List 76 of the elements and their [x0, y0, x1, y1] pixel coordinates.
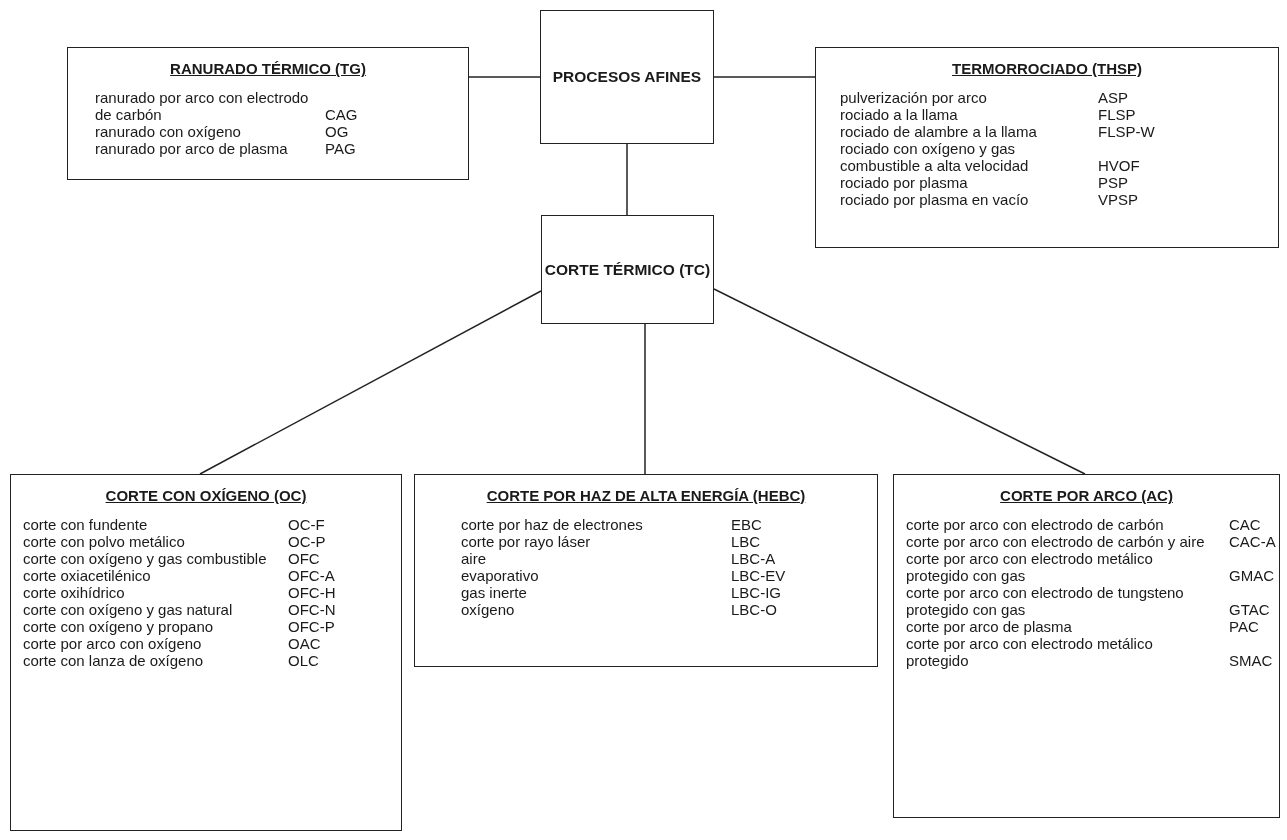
process-name: corte por haz de electrones [461, 516, 644, 533]
process-abbreviation: OAC [288, 635, 322, 652]
box-heading: CORTE POR HAZ DE ALTA ENERGÍA (HEBC) [485, 487, 807, 504]
process-name: corte por arco con electrodo de carbón y aire [906, 533, 1206, 550]
process-abbreviation: LBC-A [731, 550, 777, 567]
process-name: rociado por plasma [840, 174, 969, 191]
connector-line [713, 288, 1086, 475]
process-abbreviation: OFC [288, 550, 321, 567]
process-abbreviation: VPSP [1098, 191, 1140, 208]
process-abbreviation: LBC-EV [731, 567, 787, 584]
process-name: pulverización por arco [840, 89, 988, 106]
process-abbreviation: FLSP [1098, 106, 1137, 123]
process-abbreviation: PAC [1229, 618, 1260, 635]
process-name: corte con fundente [23, 516, 149, 533]
connector-line [199, 290, 542, 475]
process-abbreviation: PSP [1098, 174, 1129, 191]
process-name: rociado por plasma en vacío [840, 191, 1030, 208]
connector-line [713, 76, 816, 78]
process-name: rociado de alambre a la llama [840, 123, 1038, 140]
process-abbreviation: SMAC [1229, 652, 1274, 669]
connector-line [644, 323, 646, 475]
process-abbreviation: OFC-A [288, 567, 336, 584]
process-abbreviation: ASP [1098, 89, 1129, 106]
process-box [414, 474, 878, 667]
box-heading: TERMORROCIADO (THSP) [951, 60, 1143, 77]
process-box [67, 47, 469, 180]
process-name: corte por arco con electrodo de carbón [906, 516, 1165, 533]
process-name: ranurado por arco de plasma [95, 140, 289, 157]
process-abbreviation: GTAC [1229, 601, 1271, 618]
process-abbreviation: OLC [288, 652, 320, 669]
process-name: corte con lanza de oxígeno [23, 652, 205, 669]
box-title: CORTE TÉRMICO (TC) [544, 259, 711, 280]
process-name: corte con oxígeno y propano [23, 618, 215, 635]
process-name: corte con polvo metálico [23, 533, 186, 550]
box-title: PROCESOS AFINES [552, 67, 702, 87]
process-abbreviation: PAG [325, 140, 357, 157]
process-abbreviation: GMAC [1229, 567, 1275, 584]
box-heading: RANURADO TÉRMICO (TG) [169, 60, 367, 77]
process-name: corte por arco con electrodo metálico protegido [906, 635, 1154, 669]
process-box [541, 215, 714, 324]
connector-line [626, 143, 628, 216]
process-name: corte oxihídrico [23, 584, 126, 601]
process-abbreviation: HVOF [1098, 157, 1141, 174]
process-abbreviation: EBC [731, 516, 763, 533]
process-box [893, 474, 1280, 818]
process-name: aire [461, 550, 487, 567]
process-box [540, 10, 714, 144]
process-name: corte por arco con oxígeno [23, 635, 203, 652]
process-abbreviation: FLSP-W [1098, 123, 1156, 140]
process-abbreviation: LBC-IG [731, 584, 782, 601]
process-name: corte por arco de plasma [906, 618, 1073, 635]
process-name: ranurado con oxígeno [95, 123, 242, 140]
process-abbreviation: OFC-P [288, 618, 336, 635]
process-name: corte con oxígeno y gas combustible [23, 550, 268, 567]
process-name: gas inerte [461, 584, 528, 601]
process-name: oxígeno [461, 601, 516, 618]
process-abbreviation: OC-P [288, 533, 327, 550]
process-abbreviation: LBC-O [731, 601, 778, 618]
process-name: corte oxiacetilénico [23, 567, 152, 584]
process-name: corte con oxígeno y gas natural [23, 601, 234, 618]
process-name: rociado a la llama [840, 106, 959, 123]
box-heading: CORTE CON OXÍGENO (OC) [104, 487, 308, 504]
process-abbreviation: LBC [731, 533, 762, 550]
process-box [10, 474, 402, 831]
process-abbreviation: CAC [1229, 516, 1262, 533]
process-box [815, 47, 1279, 248]
box-heading: CORTE POR ARCO (AC) [999, 487, 1174, 504]
process-name: evaporativo [461, 567, 540, 584]
process-abbreviation: CAC-A [1229, 533, 1277, 550]
process-abbreviation: CAG [325, 106, 359, 123]
process-name: corte por rayo láser [461, 533, 592, 550]
process-abbreviation: OC-F [288, 516, 326, 533]
process-abbreviation: OG [325, 123, 350, 140]
process-abbreviation: OFC-H [288, 584, 337, 601]
process-abbreviation: OFC-N [288, 601, 337, 618]
connector-line [468, 76, 541, 78]
